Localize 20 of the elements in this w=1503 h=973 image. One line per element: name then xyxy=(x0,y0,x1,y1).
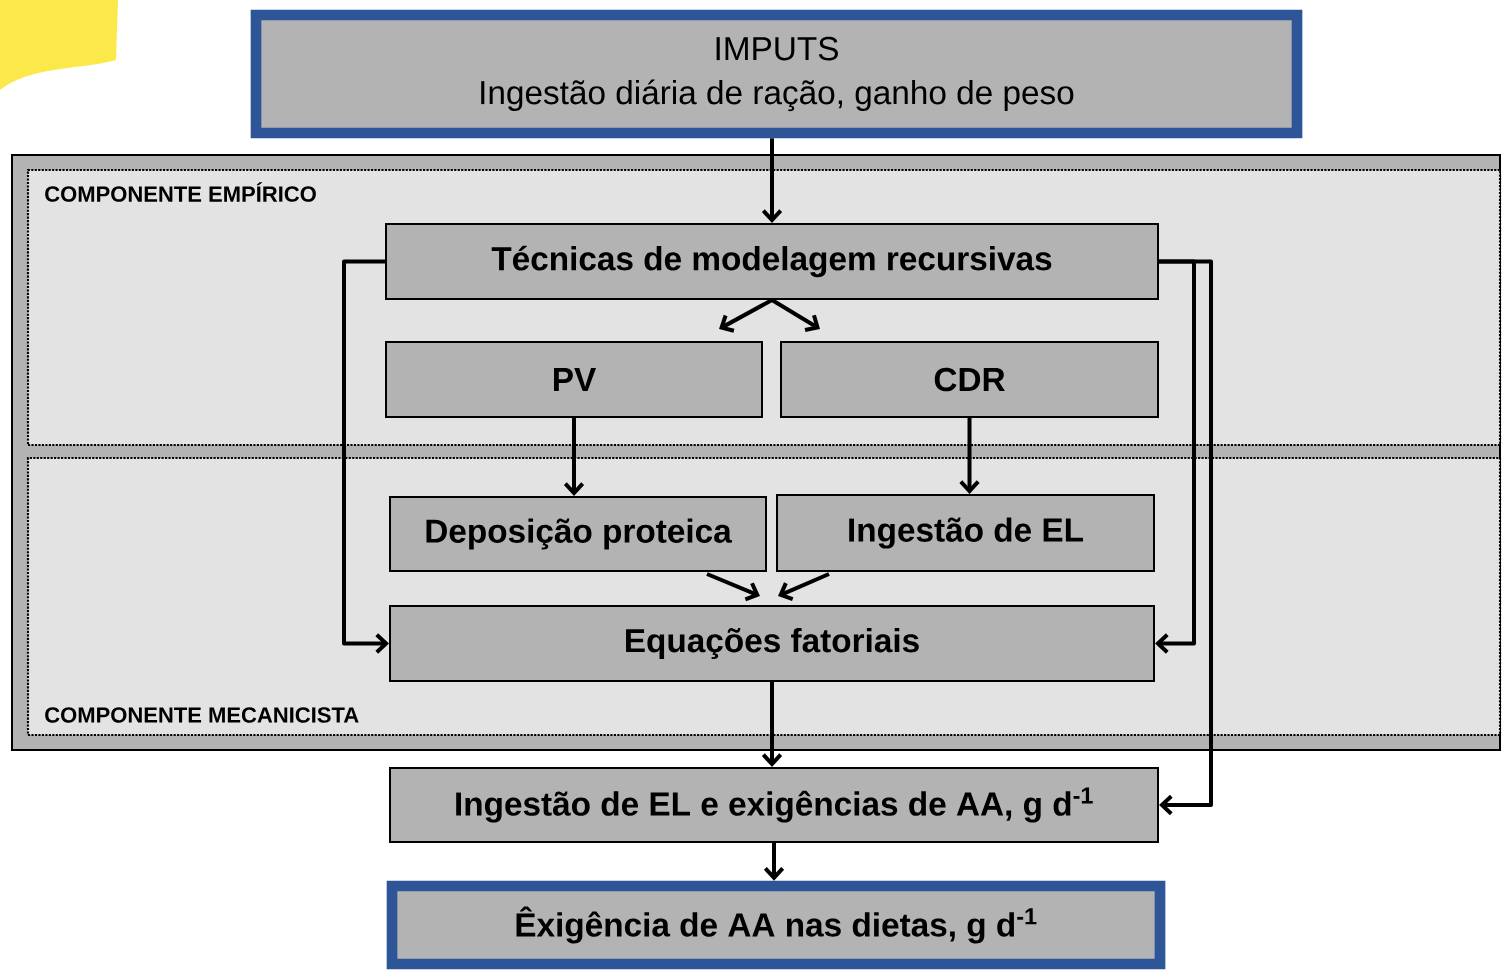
arrow xyxy=(1159,259,1213,816)
process-box: Deposição proteica xyxy=(389,496,767,572)
process-box: Ingestão de EL e exigências de AA, g d$^{-1}$ xyxy=(389,767,1159,843)
arrow xyxy=(563,418,585,496)
arrow xyxy=(763,843,785,881)
process-box: CDR xyxy=(780,341,1159,418)
process-box: Técnicas de modelagem recursivas xyxy=(385,223,1159,300)
arrow xyxy=(770,298,820,333)
arrow xyxy=(959,418,980,494)
highlighted-box: Êxigência de AA nas dietas, g d$^{-1}$ xyxy=(386,880,1166,970)
arrow xyxy=(706,572,760,602)
arrow xyxy=(778,572,830,601)
arrow xyxy=(342,259,389,654)
process-box: Ingestão de EL xyxy=(776,494,1155,572)
arrow xyxy=(719,298,773,333)
process-box: Equações fatoriais xyxy=(389,605,1155,682)
highlighted-box: IMPUTS Ingestão diária de ração, ganho de peso xyxy=(250,9,1303,139)
process-box: PV xyxy=(385,341,763,418)
arrow xyxy=(761,138,783,223)
arrow xyxy=(761,682,783,767)
